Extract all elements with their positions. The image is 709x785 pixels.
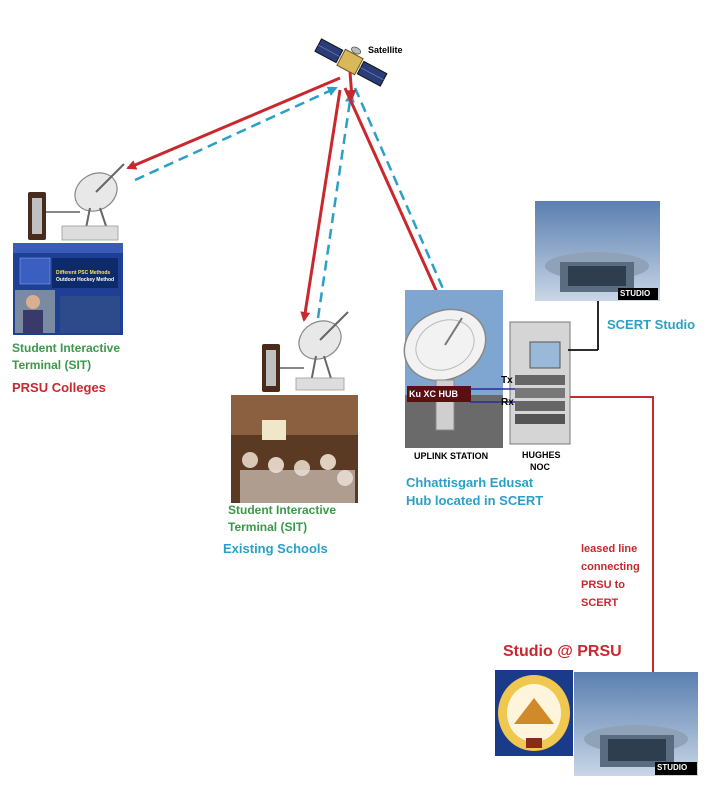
leased-line-label-1: leased line — [581, 543, 638, 555]
hughes-noc-label-2: NOC — [530, 462, 550, 472]
uplink-arrow-hub — [343, 87, 447, 312]
vsat-terminal-schools-icon — [262, 311, 349, 392]
existing-schools-label: Existing Schools — [223, 541, 328, 556]
downlink-arrow-colleges — [134, 86, 338, 182]
prsu-studio-badge: STUDIO — [657, 763, 688, 772]
leased-line-label-2: connecting — [581, 561, 640, 573]
leased-line-label-4: SCERT — [581, 597, 619, 609]
screen-text-2: Outdoor Hockey Method — [56, 277, 115, 283]
rx-label: Rx — [501, 397, 514, 408]
downlink-arrow-schools — [316, 92, 355, 319]
scert-studio-label: SCERT Studio — [607, 317, 696, 332]
schools-terminal-label-1: Student Interactive — [228, 503, 337, 517]
ku-hub-label: Ku XC HUB — [409, 389, 458, 399]
colleges-terminal-label-2: Terminal (SIT) — [12, 358, 92, 372]
hughes-noc-rack-image — [509, 321, 571, 445]
satellite-label: Satellite — [368, 45, 403, 55]
prsu-studio-image — [574, 672, 698, 776]
classroom-photo-image — [231, 395, 358, 503]
screen-text-1: Different PSC Methods — [56, 270, 111, 276]
hub-caption-1: Chhattisgarh Edusat — [406, 475, 534, 490]
leased-line-label-3: PRSU to — [581, 579, 625, 591]
uplink-station-image — [403, 290, 503, 464]
scert-studio-badge: STUDIO — [620, 289, 651, 298]
hub-caption-2: Hub located in SCERT — [406, 493, 544, 508]
prsu-colleges-label: PRSU Colleges — [12, 380, 106, 395]
prsu-logo-image — [495, 670, 573, 756]
uplink-station-label: UPLINK STATION — [414, 451, 489, 461]
tx-label: Tx — [501, 375, 513, 386]
scert-studio-image — [535, 201, 660, 301]
schools-terminal-label-2: Terminal (SIT) — [228, 520, 308, 534]
studio-prsu-label: Studio @ PRSU — [503, 643, 622, 660]
classroom-screen-image — [13, 243, 123, 335]
colleges-terminal-label-1: Student Interactive — [12, 341, 121, 355]
downlink-arrow-hub — [353, 87, 457, 318]
uplink-arrow-schools — [300, 89, 342, 322]
uplink-arrow-colleges — [126, 76, 341, 170]
hughes-noc-label-1: HUGHES — [522, 450, 561, 460]
leased-line — [570, 396, 654, 676]
satellite-icon — [314, 38, 388, 87]
vsat-terminal-colleges-icon — [28, 163, 125, 241]
